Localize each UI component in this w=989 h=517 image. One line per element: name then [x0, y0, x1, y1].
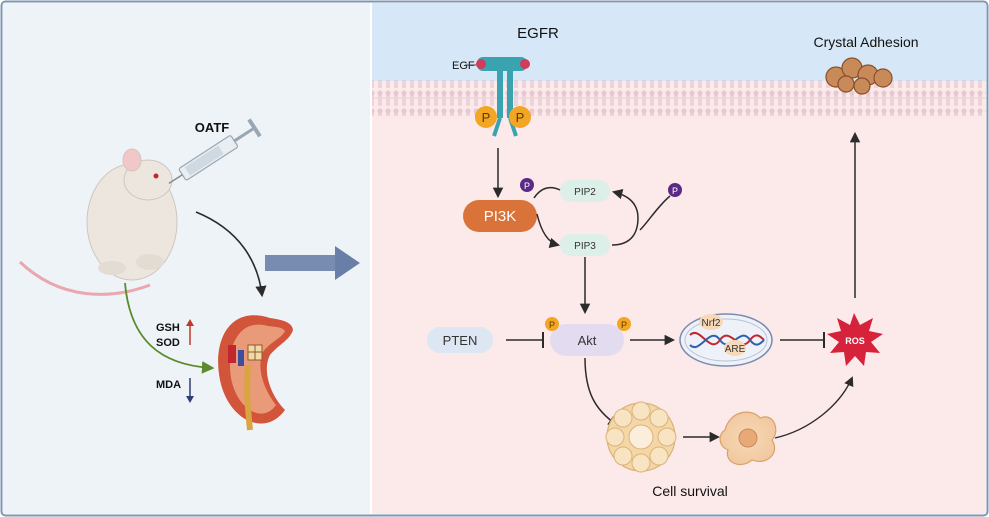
extracellular-band: [372, 3, 986, 81]
pip2-phosphate-left: P: [520, 178, 534, 192]
pip2-label: PIP2: [574, 187, 596, 198]
svg-text:P: P: [549, 320, 555, 330]
sod-label: SOD: [156, 337, 180, 349]
egf-label: EGF: [452, 60, 475, 72]
damaged-cell-icon: [719, 411, 777, 465]
mouse-illustration: [18, 148, 178, 296]
pip2-to-pip3-arrow: [536, 213, 561, 249]
cycle-left-top: [533, 186, 561, 199]
egfr-label: EGFR: [517, 25, 559, 42]
transition-arrow: [265, 246, 360, 280]
syringe-icon: [168, 118, 262, 185]
cell-to-ros-arrow: [774, 376, 854, 439]
pten-node: [427, 327, 493, 353]
svg-text:P: P: [621, 320, 627, 330]
pi3k-label: PI3K: [484, 208, 517, 225]
akt-phosphate-right: P: [617, 317, 631, 331]
treatment-arrow: [195, 211, 267, 298]
pip2-phosphate-right: P: [668, 183, 682, 197]
pten-label: PTEN: [443, 333, 478, 348]
egfr-receptor-icon: [476, 57, 530, 137]
phosphate-release-line: [639, 195, 671, 231]
svg-text:P: P: [516, 110, 525, 125]
svg-text:P: P: [524, 181, 530, 191]
crystal-cluster-icon: [825, 57, 893, 95]
ros-label: ROS: [845, 336, 865, 346]
pip3-label: PIP3: [574, 241, 596, 252]
pip3-node: [560, 234, 610, 256]
nrf2-label: Nrf2: [702, 318, 721, 329]
receptor-phosphate-right: P: [509, 106, 531, 128]
oxidative-stress-arrow: [124, 282, 215, 374]
nucleus-icon: [679, 313, 773, 367]
akt-label: Akt: [578, 333, 597, 348]
oatf-label: OATF: [195, 120, 229, 135]
ros-burst-icon: [827, 313, 883, 366]
tubule-cells-icon: [605, 401, 677, 473]
cell-survival-label: Cell survival: [652, 483, 727, 499]
akt-phosphate-left: P: [545, 317, 559, 331]
gsh-label: GSH: [156, 322, 180, 334]
pip2-node: [560, 180, 610, 202]
crystal-adhesion-label: Crystal Adhesion: [813, 34, 918, 50]
are-label: ARE: [725, 344, 746, 355]
receptor-phosphate-left: P: [475, 106, 497, 128]
svg-text:P: P: [482, 110, 491, 125]
akt-node: [550, 324, 624, 356]
kidney-icon: [218, 315, 293, 431]
pip3-to-pip2-arrow: [611, 188, 639, 246]
mda-label: MDA: [156, 379, 181, 391]
svg-text:P: P: [672, 186, 678, 196]
pi3k-node: [463, 200, 537, 232]
